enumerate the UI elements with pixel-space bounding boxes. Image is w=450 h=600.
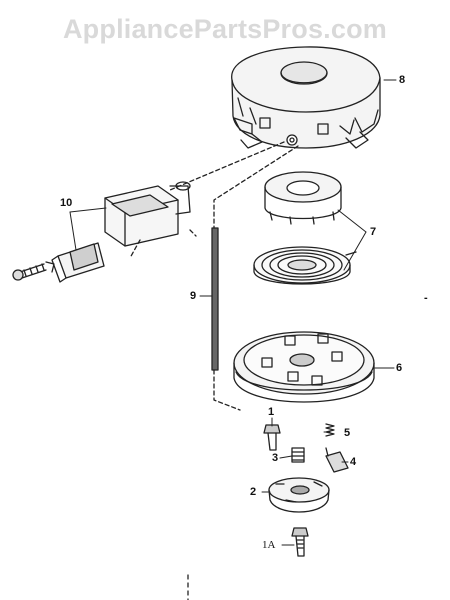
assembly-path-lines (129, 141, 299, 411)
callout-5: 5 (344, 427, 351, 439)
stray-mark: - (424, 292, 428, 304)
spring-part-3 (291, 447, 305, 463)
spring-cup-part-7 (264, 171, 342, 225)
callout-10: 10 (60, 197, 73, 209)
callout-2: 2 (250, 486, 257, 498)
callout-4: 4 (350, 456, 357, 468)
callout-8: 8 (399, 74, 406, 86)
retainer-part-2 (268, 477, 330, 513)
handle-assembly-part-10 (12, 181, 191, 283)
starter-housing-part-8 (231, 46, 381, 149)
screw-part-1 (263, 424, 281, 451)
callout-6: 6 (396, 362, 403, 374)
screw-part-1a (291, 527, 309, 557)
pulley-part-6 (233, 331, 375, 403)
callout-9: 9 (190, 290, 197, 302)
callout-3: 3 (272, 452, 279, 464)
spring-part-5 (325, 423, 335, 437)
callout-leaders (69, 79, 397, 546)
callout-1a: 1A (262, 539, 276, 551)
pawl-part-4 (325, 447, 349, 473)
callout-7: 7 (370, 226, 377, 238)
callout-1: 1 (268, 406, 275, 418)
rewind-spring-part-7 (253, 246, 357, 285)
watermark-text: AppliancePartsPros.com (62, 14, 387, 44)
starter-rope-part-9 (211, 227, 219, 371)
